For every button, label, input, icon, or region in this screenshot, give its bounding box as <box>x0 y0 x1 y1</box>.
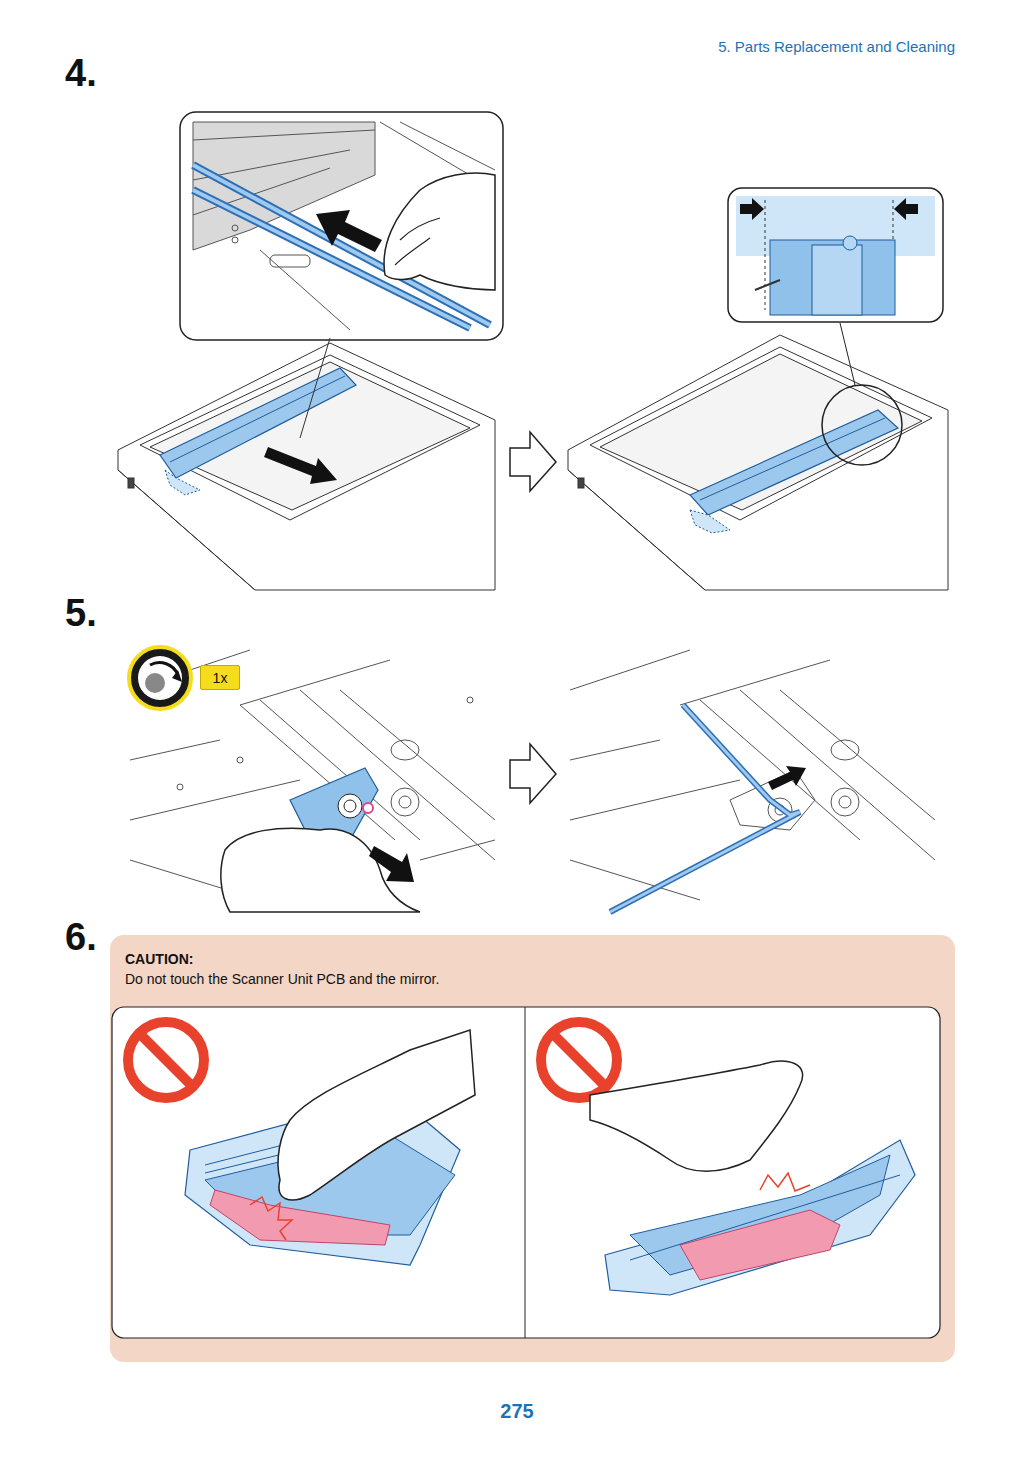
step-number: 6. <box>65 916 97 959</box>
screw-count: 1x <box>201 666 239 691</box>
caution-heading: CAUTION: <box>110 951 955 967</box>
step-number: 4. <box>65 52 97 95</box>
caution-panel: CAUTION: Do not touch the Scanner Unit PC… <box>110 935 955 1362</box>
caution-illustration <box>110 935 955 1362</box>
caution-text: Do not touch the Scanner Unit PCB and th… <box>110 971 955 987</box>
page-number: 275 <box>500 1400 533 1423</box>
screw-count-tag: 1x <box>200 665 240 690</box>
step-number: 5. <box>65 592 97 635</box>
page-header: 5. Parts Replacement and Cleaning <box>718 38 955 55</box>
